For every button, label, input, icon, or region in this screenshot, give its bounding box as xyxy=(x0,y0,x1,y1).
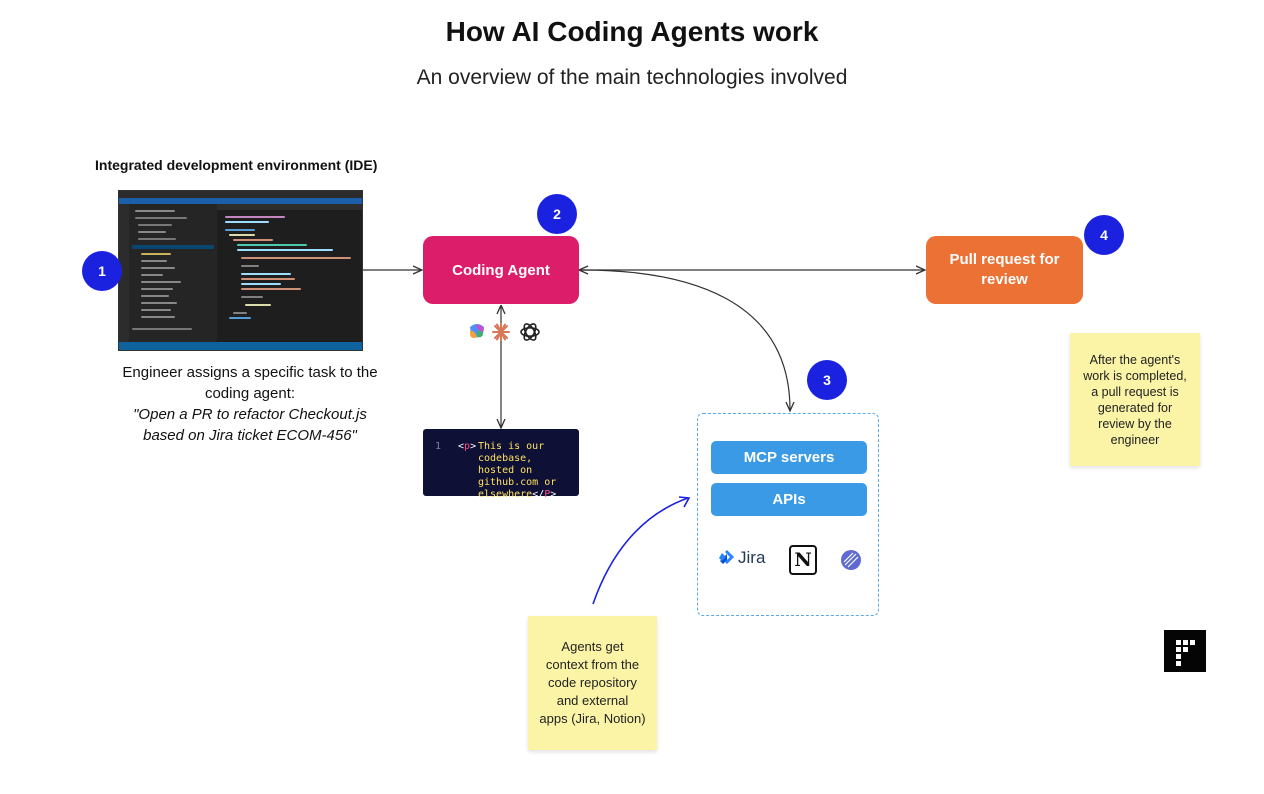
diagram-subtitle: An overview of the main technologies inv… xyxy=(416,66,848,89)
pull-request-label: review xyxy=(981,271,1028,288)
note-line: generated for xyxy=(1097,400,1173,415)
task-quote-line: "Open a PR to refactor Checkout.js xyxy=(133,406,367,423)
step-badge-1: 1 xyxy=(82,251,122,291)
openai-icon xyxy=(520,323,540,341)
step-badge-2: 2 xyxy=(537,194,577,234)
linear-icon xyxy=(841,550,861,570)
sticky-note-context: Agents get context from the code reposit… xyxy=(528,616,657,750)
code-open-tag: <p> xyxy=(458,441,477,452)
note-line: After the agent's xyxy=(1089,352,1181,367)
jira-logo: Jira xyxy=(718,548,765,568)
notion-icon: N xyxy=(789,545,817,575)
jira-icon xyxy=(719,550,734,564)
caption-line: Engineer assigns a specific task to the xyxy=(122,364,378,381)
ide-screenshot xyxy=(118,190,363,351)
note-line: context from the xyxy=(545,657,640,672)
step-badge-3: 3 xyxy=(807,360,847,400)
note-line: a pull request is xyxy=(1091,384,1179,399)
note-line: and external xyxy=(556,693,629,708)
note-line: work is completed, xyxy=(1083,368,1187,383)
code-text: This is our codebase, hosted on github.c… xyxy=(478,441,557,500)
codebase-snippet: 1 <p> This is our codebase, hosted on gi… xyxy=(423,429,579,500)
coding-agent-node: Coding Agent xyxy=(423,236,579,304)
mcp-servers-pill: MCP servers xyxy=(711,441,867,474)
note-line: review by the xyxy=(1098,416,1172,431)
copilot-icon xyxy=(470,324,484,339)
handdrawn-arrowhead xyxy=(678,496,691,508)
ide-caption: Engineer assigns a specific task to the … xyxy=(100,362,400,446)
claude-icon xyxy=(492,323,510,341)
code-line-number: 1 xyxy=(435,441,442,452)
note-line: engineer xyxy=(1110,432,1160,447)
step-badge-4: 4 xyxy=(1084,215,1124,255)
pull-request-label: Pull request for xyxy=(949,251,1060,268)
handdrawn-arrow xyxy=(592,497,689,605)
apis-pill: APIs xyxy=(711,483,867,516)
diagram-title: How AI Coding Agents work xyxy=(445,16,819,47)
jira-wordmark: Jira xyxy=(738,548,766,567)
brand-logo-icon xyxy=(1164,630,1206,672)
sticky-note-review: After the agent's work is completed, a p… xyxy=(1070,333,1200,466)
note-line: Agents get xyxy=(561,639,624,654)
note-line: code repository xyxy=(548,675,637,690)
arrow-agent-to-context xyxy=(581,269,790,410)
pull-request-node: Pull request for review xyxy=(926,236,1083,304)
note-line: apps (Jira, Notion) xyxy=(539,711,646,726)
task-quote-line: based on Jira ticket ECOM-456" xyxy=(143,427,357,444)
ide-heading: Integrated development environment (IDE) xyxy=(95,157,378,173)
context-sources-group xyxy=(697,413,879,616)
caption-line: coding agent: xyxy=(204,385,296,402)
